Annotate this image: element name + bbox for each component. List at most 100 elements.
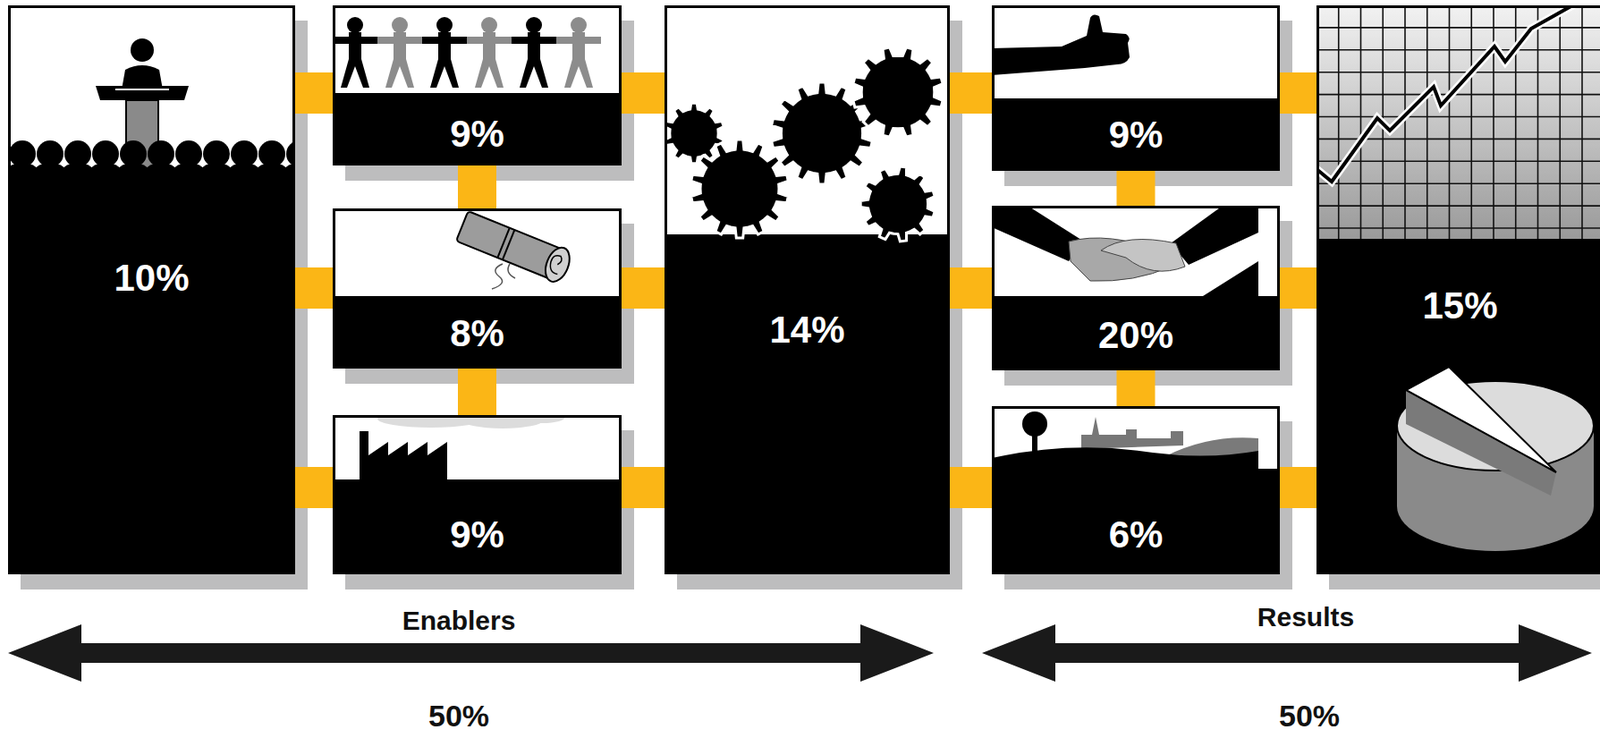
illustration-part bbox=[664, 102, 724, 164]
people-results-box: 9% bbox=[991, 5, 1280, 171]
connector-bar bbox=[457, 368, 497, 415]
connector-bar bbox=[949, 267, 992, 309]
weight-label: 50% bbox=[1278, 698, 1340, 733]
illustration-part bbox=[340, 32, 370, 88]
illustration-part bbox=[130, 38, 154, 62]
illustration-part bbox=[115, 88, 170, 91]
illustration-part bbox=[1558, 5, 1561, 239]
connector-bar bbox=[949, 72, 992, 114]
illustration-part bbox=[1515, 5, 1517, 239]
illustration-part bbox=[1405, 366, 1557, 473]
illustration-part bbox=[332, 208, 622, 297]
illustration-part bbox=[1316, 5, 1600, 239]
illustration-part bbox=[497, 228, 509, 258]
illustration-part bbox=[359, 431, 448, 480]
connector-bar bbox=[295, 267, 333, 309]
connector-bar bbox=[949, 466, 992, 508]
illustration-part bbox=[1337, 5, 1340, 239]
illustration-part bbox=[1470, 5, 1473, 239]
illustration-part bbox=[991, 14, 1130, 76]
results-double-arrow bbox=[982, 624, 1592, 682]
section-label: Enablers bbox=[402, 605, 517, 635]
illustration-part bbox=[455, 209, 575, 286]
illustration-part bbox=[1316, 5, 1583, 182]
connector-bar bbox=[1117, 170, 1156, 206]
illustration-part bbox=[430, 32, 459, 88]
resources-box: 9% bbox=[332, 414, 622, 575]
illustration-part bbox=[1404, 5, 1406, 239]
illustration-part bbox=[8, 5, 296, 181]
label-holder: 50% bbox=[1130, 700, 1489, 731]
illustration-part bbox=[1360, 5, 1363, 239]
weight-label: 50% bbox=[428, 698, 490, 733]
percentage-value: 15% bbox=[1316, 287, 1600, 325]
illustration-part bbox=[1316, 5, 1583, 182]
processes-box: 14% bbox=[664, 5, 950, 575]
society-results-box: 6% bbox=[991, 406, 1280, 575]
illustration-part bbox=[95, 85, 189, 101]
illustration-part bbox=[1170, 205, 1259, 265]
connector-bar bbox=[1279, 466, 1317, 508]
percentage-value: 20% bbox=[991, 316, 1280, 355]
illustration-part bbox=[1581, 5, 1584, 239]
illustration-part bbox=[991, 447, 1259, 575]
percentage-value: 14% bbox=[664, 311, 950, 349]
illustration-part bbox=[691, 139, 789, 238]
illustration-part bbox=[507, 263, 516, 279]
illustration-part bbox=[502, 229, 515, 260]
connector-bar bbox=[1279, 267, 1317, 309]
illustration-part bbox=[1316, 26, 1600, 29]
connector-bar bbox=[621, 267, 665, 309]
illustration-part bbox=[1492, 5, 1495, 239]
illustration-part bbox=[541, 244, 575, 286]
illustration-part bbox=[1100, 239, 1186, 272]
key-results-box: 15% bbox=[1316, 5, 1600, 575]
illustration-part bbox=[991, 5, 1280, 99]
illustration-part bbox=[1316, 182, 1600, 185]
connector-bar bbox=[295, 72, 333, 114]
illustration-part bbox=[481, 16, 498, 34]
illustration-part bbox=[347, 16, 364, 34]
illustration-part bbox=[1316, 49, 1600, 51]
percentage-value: 9% bbox=[332, 115, 622, 153]
illustration-part bbox=[570, 16, 587, 34]
label-holder: Results bbox=[1126, 603, 1485, 631]
illustration-part bbox=[436, 16, 453, 34]
connector-bar bbox=[457, 165, 497, 209]
illustration-part bbox=[1537, 5, 1540, 239]
illustration-part bbox=[1316, 227, 1600, 229]
connector-bar bbox=[295, 466, 333, 508]
percentage-value: 10% bbox=[8, 259, 296, 297]
people-box: 9% bbox=[332, 5, 622, 166]
connector-bar bbox=[621, 466, 665, 508]
section-label: Results bbox=[1257, 601, 1355, 632]
illustration-part bbox=[525, 16, 542, 34]
illustration-part bbox=[991, 205, 1082, 262]
illustration-part bbox=[385, 32, 415, 88]
percentage-value: 9% bbox=[332, 516, 622, 554]
illustration-part bbox=[1448, 5, 1451, 239]
percentage-value: 6% bbox=[991, 516, 1280, 554]
percentage-value: 9% bbox=[991, 116, 1280, 154]
illustration-part bbox=[1316, 71, 1600, 74]
connector-bar bbox=[1279, 72, 1317, 114]
policy-box: 8% bbox=[332, 208, 622, 369]
illustration-part bbox=[1316, 116, 1600, 119]
customer-results-box: 20% bbox=[991, 205, 1280, 371]
percentage-value: 8% bbox=[332, 314, 622, 353]
illustration-part bbox=[332, 5, 622, 94]
illustration-part bbox=[391, 16, 408, 34]
illustration-part bbox=[564, 32, 593, 88]
illustration-part bbox=[1202, 261, 1259, 297]
connector-bar bbox=[621, 72, 665, 114]
illustration-part bbox=[1081, 416, 1184, 449]
leadership-box: 10% bbox=[8, 5, 296, 575]
illustration-part bbox=[666, 7, 949, 574]
illustration-part bbox=[860, 166, 935, 242]
illustration-part bbox=[474, 32, 504, 88]
illustration-part bbox=[1316, 93, 1600, 96]
illustration-part bbox=[1316, 204, 1600, 207]
illustration-part bbox=[491, 263, 503, 289]
illustration-part bbox=[1316, 160, 1600, 163]
